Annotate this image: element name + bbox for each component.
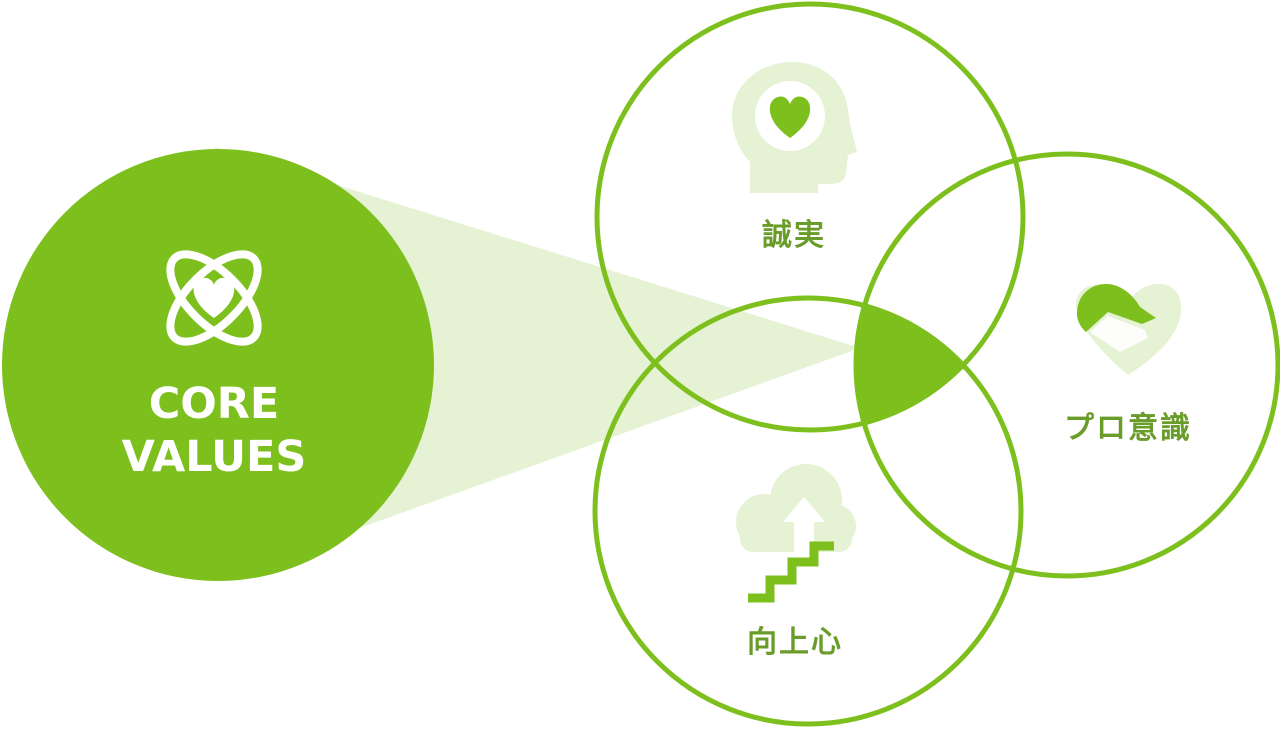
value-circle-professionalism [853,151,1280,579]
core-title-line1: CORE [149,379,280,429]
heart-orbit-icon [166,250,262,346]
core-circle [2,149,434,581]
value-label-integrity: 誠実 [762,218,826,253]
cloud-stairs-arrow-icon [736,464,856,603]
value-circle-integrity [594,1,1026,433]
value-label-professionalism: プロ意識 [1064,411,1192,446]
value-circle-ambition [592,295,1024,727]
value-label-ambition: 向上心 [747,625,843,660]
head-heart-icon [732,62,857,193]
handshake-heart-icon [1075,283,1182,375]
core-title-line2: VALUES [122,432,307,482]
